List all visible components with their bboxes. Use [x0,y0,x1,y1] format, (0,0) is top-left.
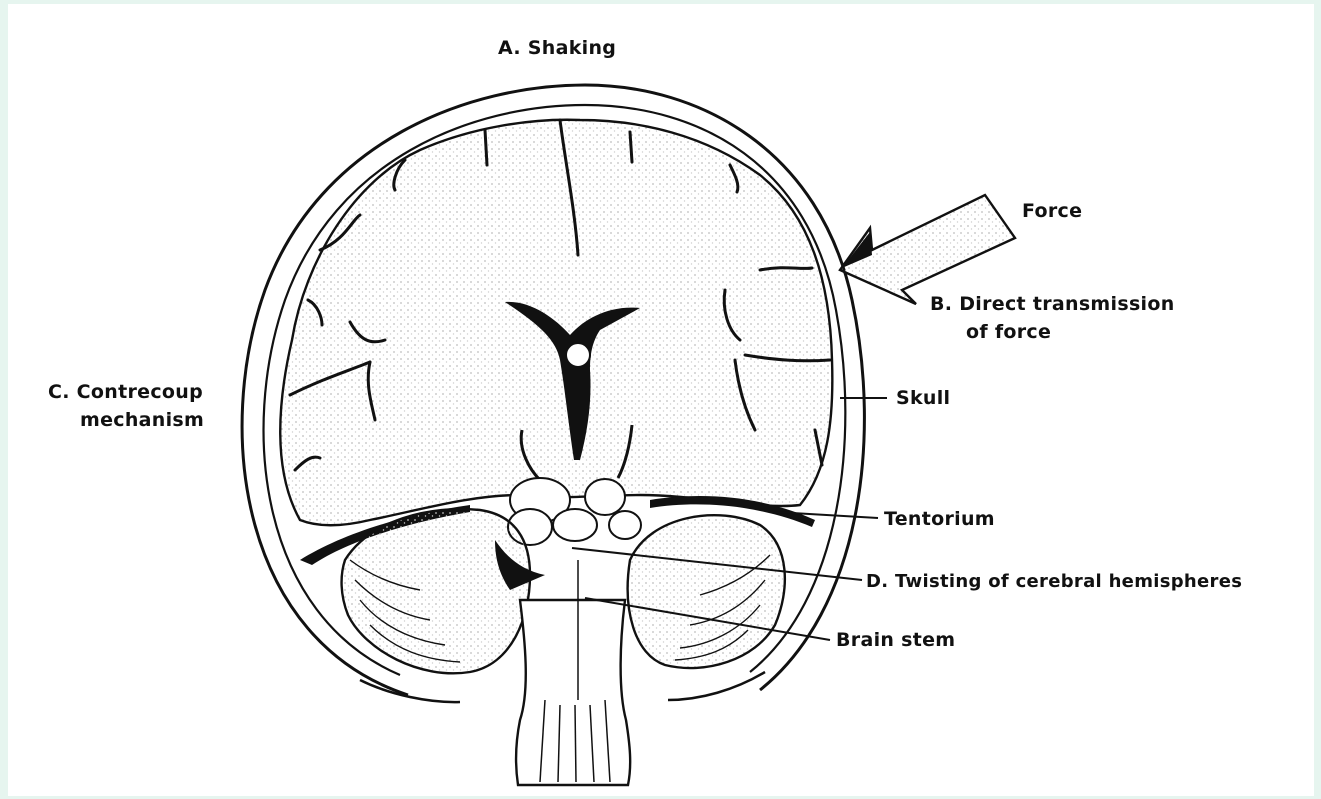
label-shaking: A. Shaking [498,34,616,62]
skull-base-left [360,680,460,702]
skull-base-right [668,672,765,700]
skull-text: Skull [896,387,950,409]
shaking-text: A. Shaking [498,37,616,59]
direct-transmission-line2: of force [930,318,1175,346]
cerebellum-left [342,509,530,673]
direct-transmission-line1: B. Direct transmission [930,290,1175,318]
contrecoup-line1: C. Contrecoup [48,378,204,406]
contrecoup-line2: mechanism [48,406,204,434]
brain-stem-text: Brain stem [836,629,955,651]
cerebellum-right [628,515,785,668]
label-brain-stem: Brain stem [836,626,955,654]
twisting-text: D. Twisting of cerebral hemispheres [866,571,1242,592]
brain-stem [516,600,630,785]
label-tentorium: Tentorium [884,505,995,533]
force-text: Force [1022,200,1082,222]
tentorium-text: Tentorium [884,508,995,530]
label-skull: Skull [896,384,950,412]
label-contrecoup: C. Contrecoup mechanism [48,378,204,434]
label-twisting: D. Twisting of cerebral hemispheres [866,568,1242,596]
label-direct-transmission: B. Direct transmission of force [930,290,1175,346]
label-force: Force [1022,197,1082,225]
